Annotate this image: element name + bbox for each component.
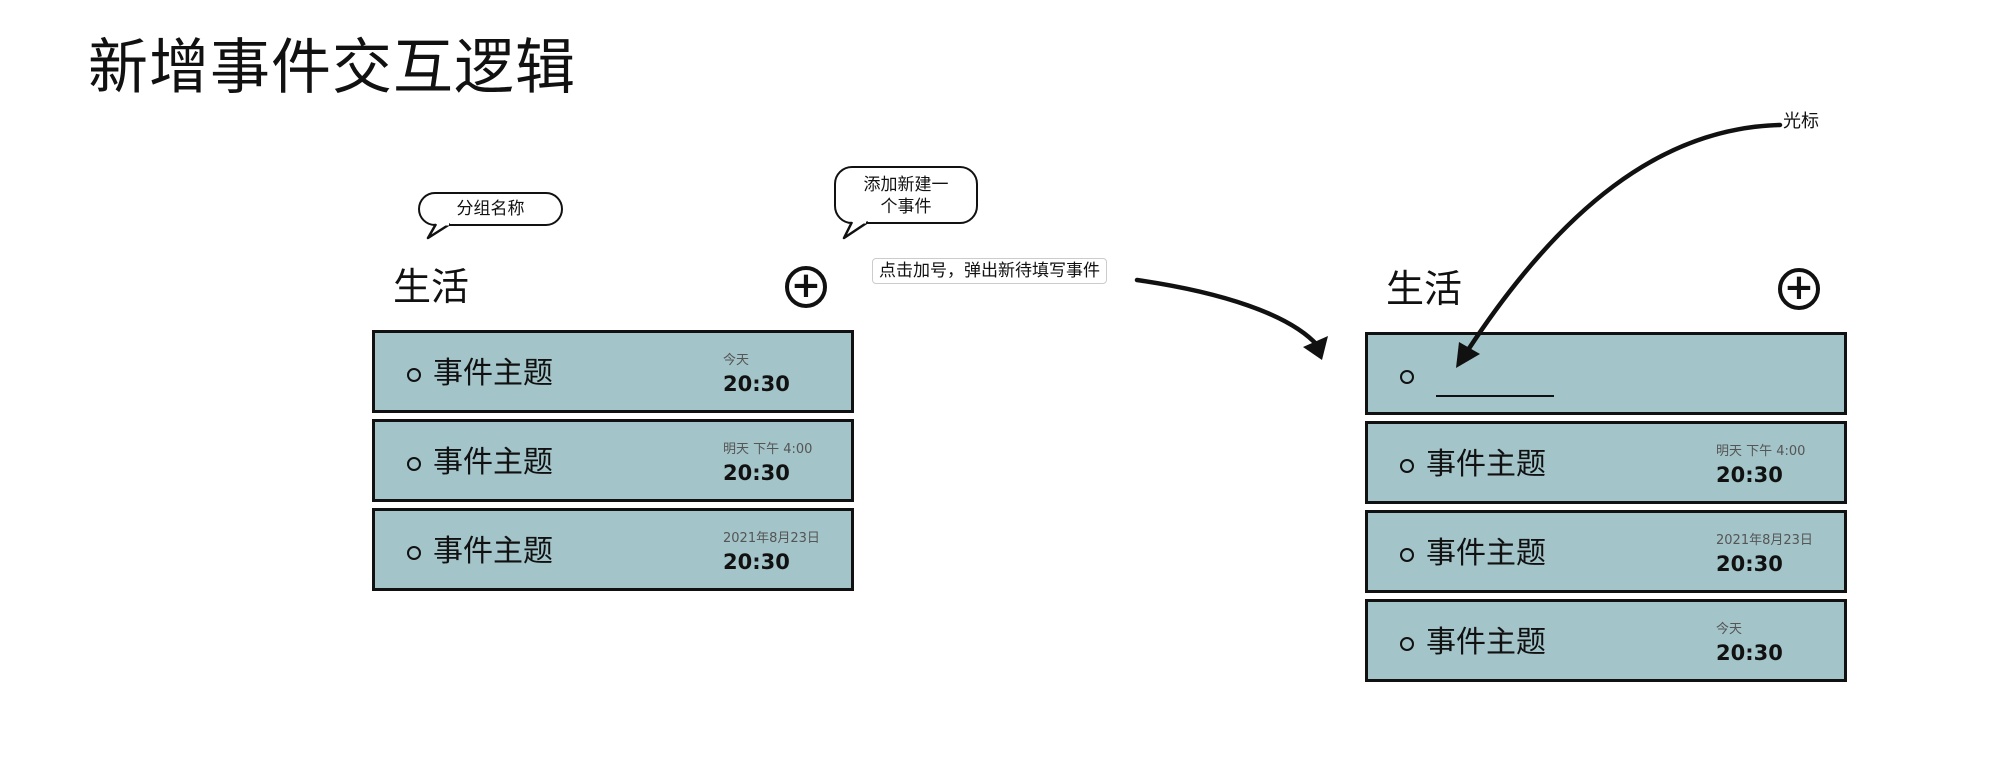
arrow-head-new-event <box>1303 336 1328 360</box>
event-topic: 事件主题 <box>1426 625 1546 660</box>
event-date: 明天 下午 4:00 <box>1716 444 1806 459</box>
callout-add-event: 添加新建一 个事件 <box>834 166 978 224</box>
event-topic: 事件主题 <box>1426 447 1546 482</box>
event-date: 2021年8月23日 <box>1716 533 1813 548</box>
new-event-card[interactable] <box>1365 332 1847 415</box>
checkbox-circle-icon[interactable] <box>407 368 421 382</box>
event-time: 20:30 <box>1716 463 1783 487</box>
event-time: 20:30 <box>723 461 790 485</box>
event-time: 20:30 <box>1716 641 1783 665</box>
event-card-left-1[interactable]: 事件主题 今天 20:30 <box>372 330 854 413</box>
event-date: 明天 下午 4:00 <box>723 442 813 457</box>
callout-text: 分组名称 <box>456 199 525 219</box>
event-card-right-3[interactable]: 事件主题 今天 20:30 <box>1365 599 1847 682</box>
event-topic: 事件主题 <box>433 356 553 391</box>
event-time: 20:30 <box>723 372 790 396</box>
add-event-button-left[interactable]: + <box>785 266 827 308</box>
callout-tail-group-name <box>426 222 451 240</box>
callout-group-name: 分组名称 <box>418 192 563 226</box>
arrow-to-cursor <box>1465 122 1783 353</box>
plus-icon: + <box>1783 267 1815 308</box>
cursor-label: 光标 <box>1783 111 1819 132</box>
event-topic: 事件主题 <box>1426 536 1546 571</box>
event-card-right-1[interactable]: 事件主题 明天 下午 4:00 20:30 <box>1365 421 1847 504</box>
event-card-left-3[interactable]: 事件主题 2021年8月23日 20:30 <box>372 508 854 591</box>
checkbox-circle-icon[interactable] <box>1400 459 1414 473</box>
event-topic-input[interactable] <box>1436 395 1554 397</box>
checkbox-circle-icon[interactable] <box>407 457 421 471</box>
arrow-to-new-event <box>1134 277 1321 349</box>
event-time: 20:30 <box>723 550 790 574</box>
click-plus-note: 点击加号，弹出新待填写事件 <box>872 258 1107 284</box>
event-topic: 事件主题 <box>433 445 553 480</box>
checkbox-circle-icon[interactable] <box>1400 548 1414 562</box>
event-card-right-2[interactable]: 事件主题 2021年8月23日 20:30 <box>1365 510 1847 593</box>
page-title: 新增事件交互逻辑 <box>88 33 576 103</box>
callout-tail-add-event <box>842 220 869 240</box>
event-card-left-2[interactable]: 事件主题 明天 下午 4:00 20:30 <box>372 419 854 502</box>
add-event-button-right[interactable]: + <box>1778 268 1820 310</box>
group-title-right: 生活 <box>1386 267 1463 311</box>
event-date: 今天 <box>1716 622 1743 637</box>
callout-text-line2: 个事件 <box>880 197 932 217</box>
checkbox-circle-icon[interactable] <box>407 546 421 560</box>
event-topic: 事件主题 <box>433 534 553 569</box>
event-date: 2021年8月23日 <box>723 531 820 546</box>
group-title-left: 生活 <box>393 265 470 309</box>
checkbox-circle-icon[interactable] <box>1400 370 1414 384</box>
plus-icon: + <box>790 265 822 306</box>
event-time: 20:30 <box>1716 552 1783 576</box>
arrow-head-cursor <box>1456 342 1480 368</box>
callout-text-line1: 添加新建一 <box>863 175 949 195</box>
event-date: 今天 <box>723 353 750 368</box>
checkbox-circle-icon[interactable] <box>1400 637 1414 651</box>
